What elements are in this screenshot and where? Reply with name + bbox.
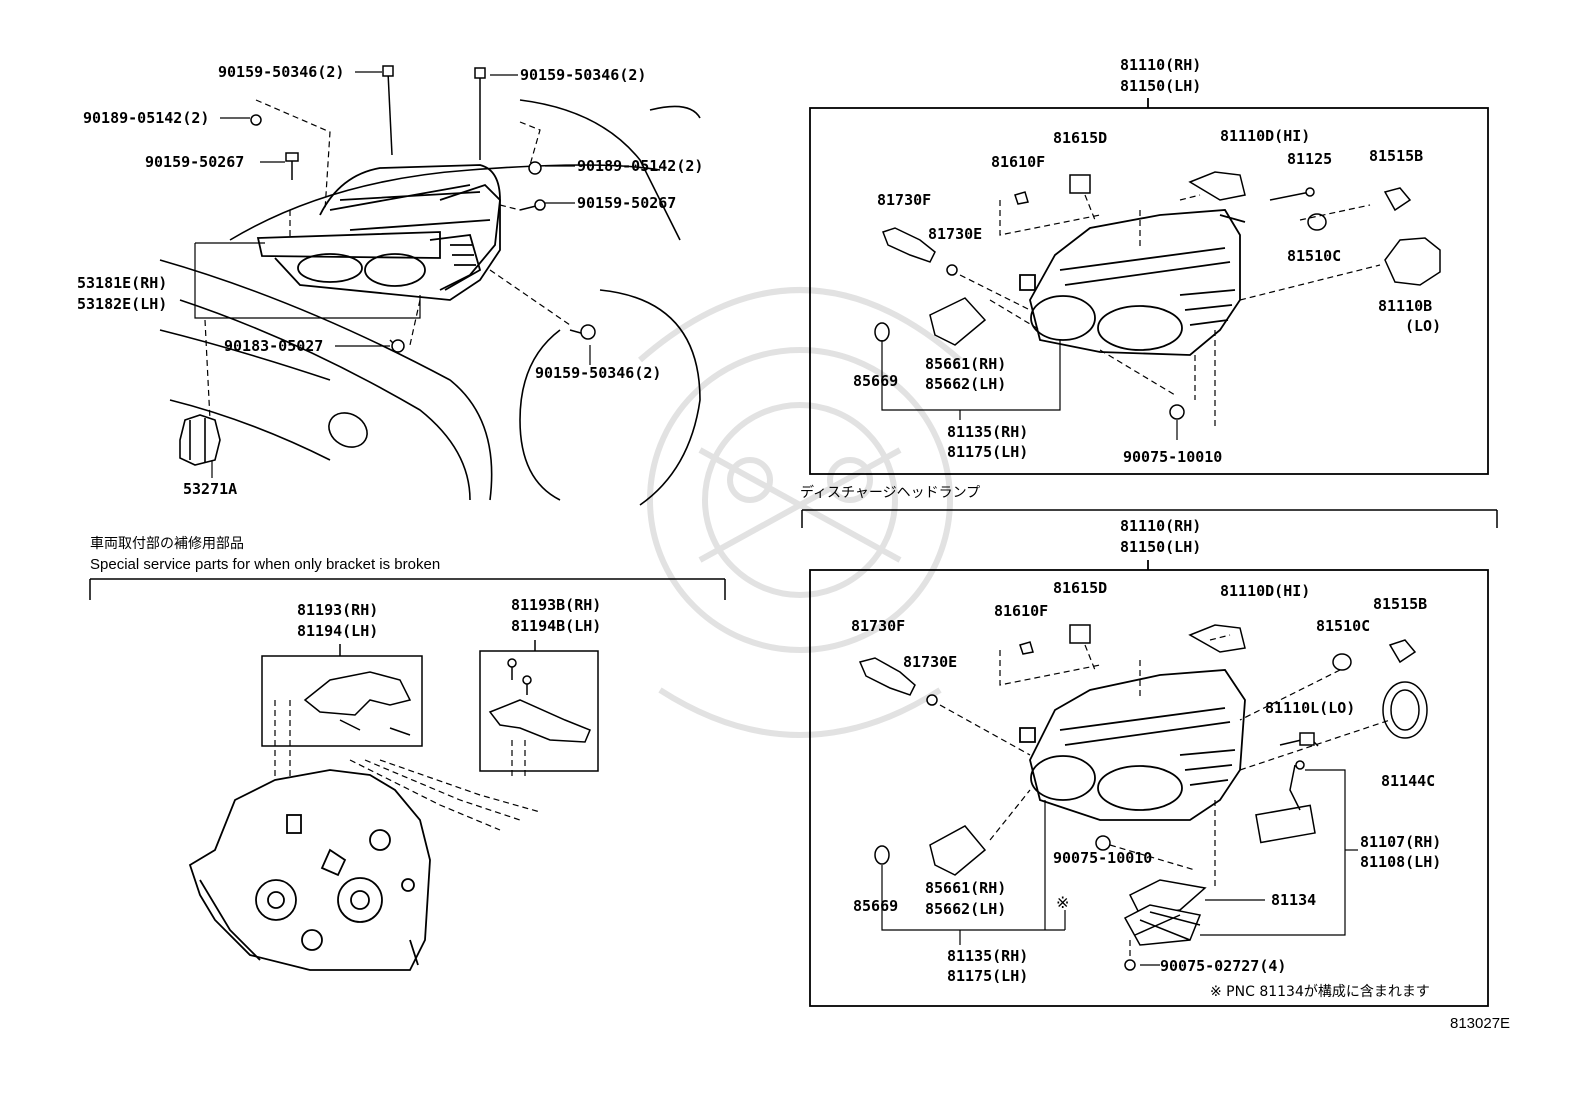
callout-81144C: 81144C [1381, 772, 1436, 790]
callout-85669-discharge: 85669 [853, 897, 899, 915]
callout-81135-rh: 81135(RH) [947, 423, 1029, 441]
bracket-kit-boxes [261, 640, 599, 772]
callout-90159-50267-right: 90159-50267 [577, 194, 677, 212]
callout-81515B-discharge: 81515B [1373, 595, 1428, 613]
watermark-emblem [638, 287, 962, 738]
callout-lo: (LO) [1405, 317, 1442, 335]
callout-81135-rh-discharge: 81135(RH) [947, 947, 1029, 965]
callout-90159-50267-left: 90159-50267 [145, 153, 245, 171]
callout-81193B-rh: 81193B(RH) [511, 596, 602, 614]
callout-90075-10010: 90075-10010 [1123, 448, 1223, 466]
callout-81610F-discharge: 81610F [994, 602, 1049, 620]
clip-53271A [179, 414, 221, 466]
callout-81194B-lh: 81194B(LH) [511, 617, 602, 635]
leader-lines-left [194, 71, 591, 478]
callout-85661-rh-discharge: 85661(RH) [925, 879, 1007, 897]
callout-85669: 85669 [853, 372, 899, 390]
asterisk-mark: ※ [1056, 893, 1070, 912]
callout-81150-lh: 81150(LH) [1120, 77, 1202, 95]
callout-81175-lh-discharge: 81175(LH) [947, 967, 1029, 985]
callout-81615D-discharge: 81615D [1053, 579, 1108, 597]
callout-81615D: 81615D [1053, 129, 1108, 147]
callout-90189-05142-right: 90189-05142(2) [577, 157, 704, 175]
bracket-kit-a-parts [303, 671, 412, 736]
callout-81730E-discharge: 81730E [903, 653, 958, 671]
callout-81125: 81125 [1287, 150, 1333, 168]
callout-81610F: 81610F [991, 153, 1046, 171]
callout-53271A: 53271A [183, 480, 238, 498]
callout-85661-rh: 85661(RH) [925, 355, 1007, 373]
headlamp-assembly-left [256, 164, 501, 301]
callout-81110D-hi-discharge: 81110D(HI) [1220, 582, 1311, 600]
callout-81110D-hi: 81110D(HI) [1220, 127, 1311, 145]
leader-lines-top-right [881, 340, 1178, 440]
callout-53182E-lh: 53182E(LH) [77, 295, 168, 313]
callout-81194-lh: 81194(LH) [297, 622, 379, 640]
callout-81134: 81134 [1271, 891, 1317, 909]
discharge-frame [809, 560, 1489, 1007]
callout-81110B: 81110B [1378, 297, 1433, 315]
components-discharge [858, 624, 1428, 971]
callout-81175-lh: 81175(LH) [947, 443, 1029, 461]
callout-85662-lh-discharge: 85662(LH) [925, 900, 1007, 918]
callout-90075-02727: 90075-02727(4) [1160, 957, 1287, 975]
components-top-right [874, 171, 1441, 420]
discharge-section-title: ディスチャージヘッドランプ [800, 485, 981, 501]
callout-81730F: 81730F [877, 191, 932, 209]
callout-90159-50346-bottom: 90159-50346(2) [535, 364, 662, 382]
callout-81510C-discharge: 81510C [1316, 617, 1371, 635]
callout-81730E: 81730E [928, 225, 983, 243]
callout-81110L-lo: 81110L(LO) [1265, 699, 1356, 717]
callout-81110-rh-discharge: 81110(RH) [1120, 517, 1202, 535]
callout-81510C: 81510C [1287, 247, 1342, 265]
callout-81730F-discharge: 81730F [851, 617, 906, 635]
dash-lines-top-right [959, 194, 1381, 430]
callout-90159-50346-top-right: 90159-50346(2) [520, 66, 647, 84]
dash-lines-left [204, 99, 571, 421]
callout-81108-lh: 81108(LH) [1360, 853, 1442, 871]
callout-90183-05027: 90183-05027 [224, 337, 324, 355]
headlamp-assembly-discharge [1019, 669, 1246, 821]
top-right-frame [809, 98, 1489, 475]
bracket-section-en-title: Special service parts for when only brac… [90, 556, 441, 573]
bracket-section-rule [89, 578, 726, 600]
vehicle-body-lines [159, 99, 701, 506]
headlamp-assembly-top-right [1019, 209, 1246, 356]
callout-81515B: 81515B [1369, 147, 1424, 165]
callout-90159-50346-top-left: 90159-50346(2) [218, 63, 345, 81]
discharge-section-rule [801, 509, 1498, 528]
bolts-left [250, 65, 596, 353]
headlamp-rear-view [188, 769, 431, 971]
footnote-pnc: ※ PNC 81134が構成に含まれます [1210, 984, 1430, 1000]
callout-81193-rh: 81193(RH) [297, 601, 379, 619]
dash-lines-discharge [939, 634, 1391, 960]
bracket-kit-b-parts [488, 658, 591, 743]
callout-81107-rh: 81107(RH) [1360, 833, 1442, 851]
callout-90075-10010-discharge: 90075-10010 [1053, 849, 1153, 867]
diagram-id: 813027E [1450, 1015, 1511, 1032]
leader-lines-discharge [881, 769, 1358, 966]
callout-81150-lh-discharge: 81150(LH) [1120, 538, 1202, 556]
callout-90189-05142-left: 90189-05142(2) [83, 109, 210, 127]
callout-85662-lh: 85662(LH) [925, 375, 1007, 393]
callout-53181E-rh: 53181E(RH) [77, 274, 168, 292]
dash-lines-bracket [274, 700, 541, 831]
callout-81110-rh: 81110(RH) [1120, 56, 1202, 74]
bracket-section-jp-title: 車両取付部の補修用部品 [90, 536, 244, 552]
